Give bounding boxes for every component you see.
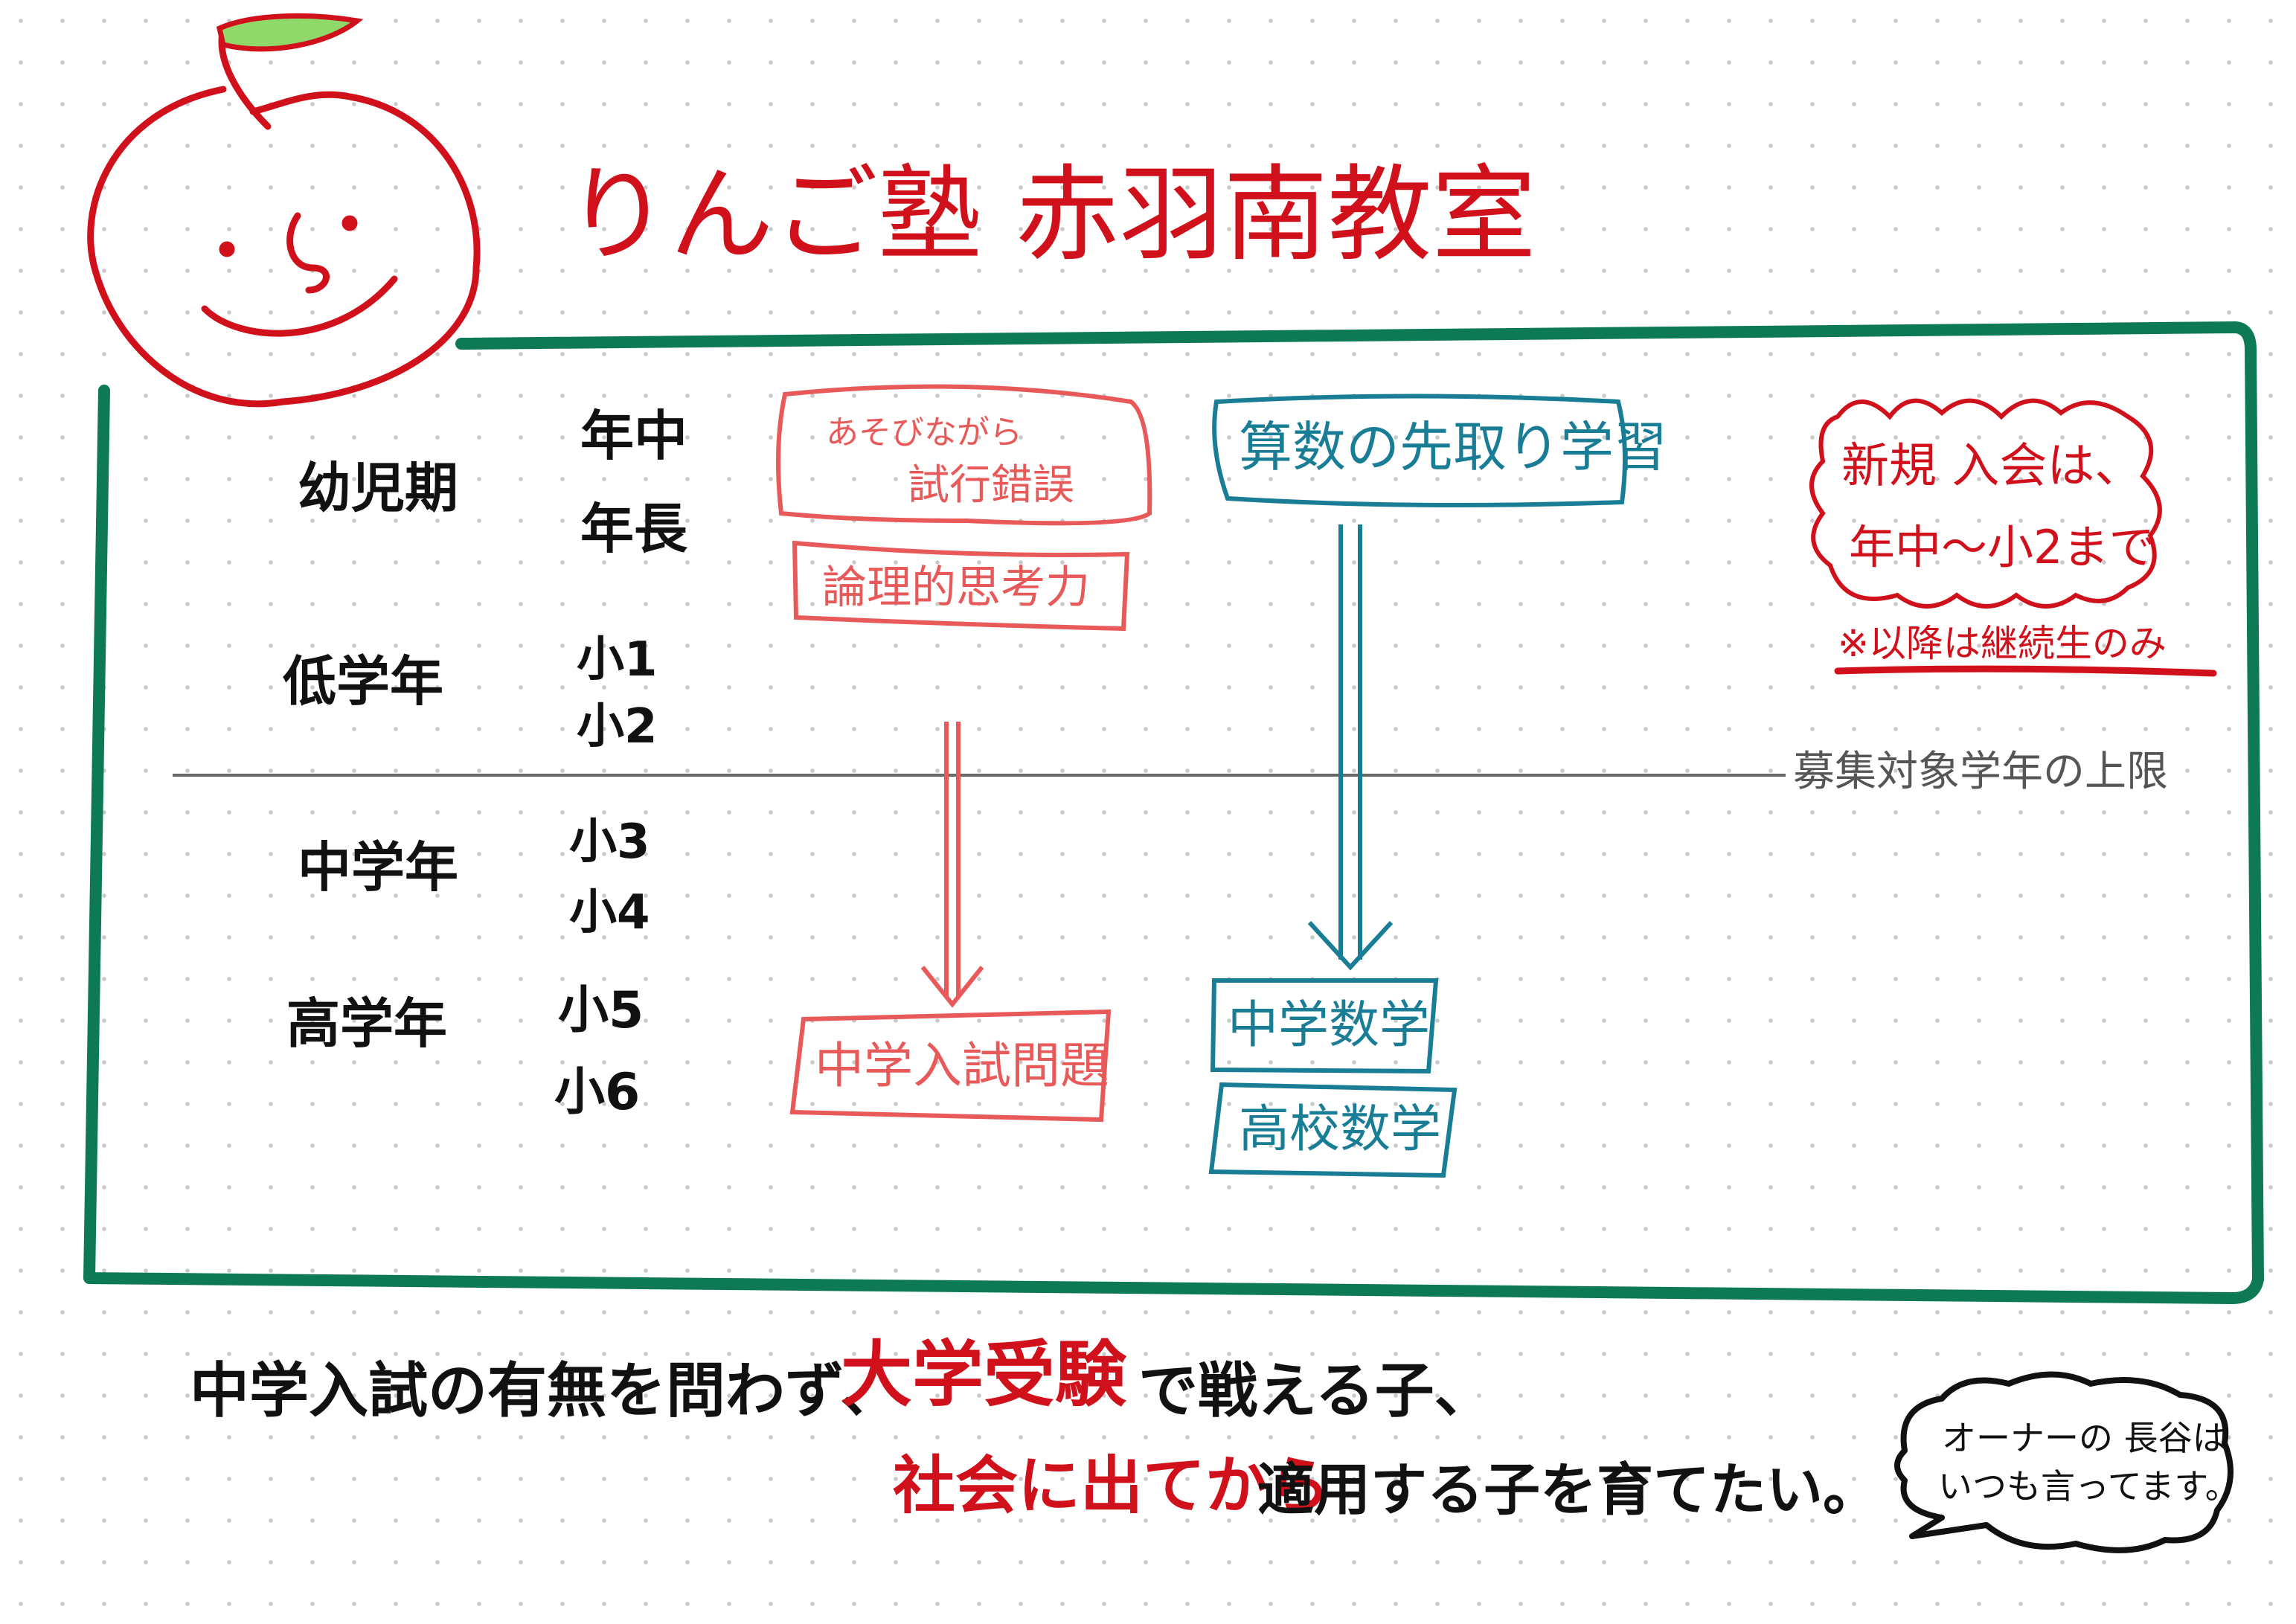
- grade-label: 年長: [580, 498, 688, 560]
- notice-underline: [1834, 665, 2217, 677]
- grade-label: 小5: [558, 981, 644, 1040]
- apple-logo-icon: [87, 26, 481, 408]
- speech-bubble: [1894, 1371, 2234, 1553]
- stage-label: 低学年: [283, 650, 444, 713]
- pink-box-text: 試行錯誤: [908, 461, 1074, 510]
- limit-line-label: 募集対象学年の上限: [1793, 748, 2168, 796]
- notice-text: 新規 入会は、: [1841, 439, 2143, 494]
- pink-box-logic: [792, 540, 1130, 632]
- message-text: で戦える子、: [1138, 1356, 1494, 1425]
- teal-box-text: 算数の先取り学習: [1239, 416, 1668, 478]
- grade-label: 小6: [554, 1063, 641, 1122]
- teal-arrow-head: [1307, 920, 1394, 971]
- grade-label: 小2: [577, 699, 658, 754]
- grade-label: 年中: [580, 405, 688, 467]
- teal-result-text: 高校数学: [1239, 1100, 1442, 1159]
- bubble-text: いつも言ってます。: [1938, 1466, 2239, 1506]
- message-highlight: 社会に出てから: [893, 1449, 1331, 1522]
- notice-note: ※以降は継続生のみ: [1838, 622, 2167, 665]
- teal-result-text: 中学数学: [1228, 996, 1431, 1055]
- bubble-text: オーナーの 長谷は: [1942, 1418, 2227, 1458]
- pink-result-text: 中学入試問題: [815, 1037, 1109, 1094]
- pink-box-play: [776, 384, 1152, 526]
- grade-label: 小4: [569, 885, 650, 940]
- frame: [83, 321, 2264, 1304]
- pink-box-text: あそびながら: [826, 414, 1022, 452]
- leaf-icon: [216, 13, 364, 52]
- grade-label: 小3: [569, 815, 650, 870]
- message-text: 中学入試の有無を問わず、: [190, 1356, 900, 1425]
- teal-box-hs: [1208, 1082, 1458, 1178]
- message-highlight: 大学受験: [841, 1333, 1126, 1416]
- notice-cloud: [1809, 398, 2162, 609]
- stage-label: 中学年: [298, 836, 459, 899]
- notice-text: 年中～小2まで: [1849, 520, 2155, 574]
- grade-label: 小1: [577, 632, 658, 687]
- teal-box-advance: [1212, 394, 1627, 507]
- pink-box-exam: [789, 1009, 1112, 1123]
- teal-box-jh: [1210, 978, 1439, 1074]
- pink-box-text: 論理的思考力: [822, 562, 1090, 614]
- message-text: 適用する子を育てたい。: [1257, 1457, 1879, 1523]
- stage-label: 高学年: [286, 992, 448, 1055]
- page-title: りんご塾 赤羽南教室: [565, 155, 1536, 276]
- stage-label: 幼児期: [298, 457, 459, 519]
- pink-arrow-head: [920, 966, 984, 1008]
